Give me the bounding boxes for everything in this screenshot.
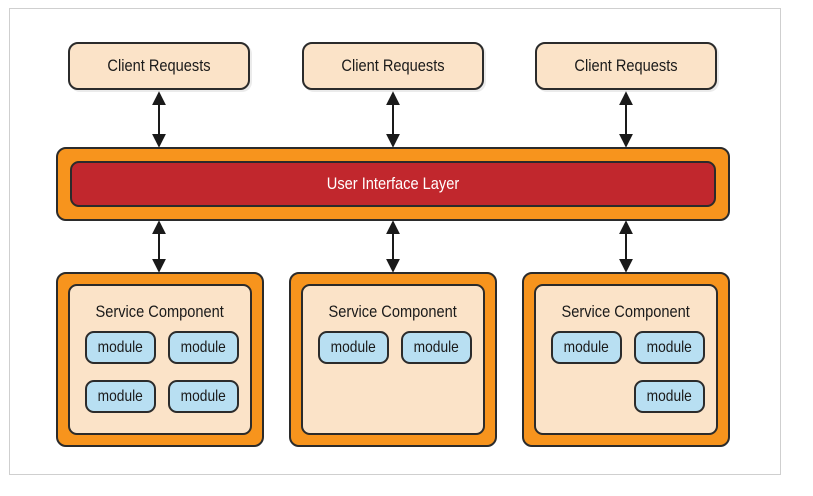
service-component-2: Service Component module module bbox=[301, 284, 485, 435]
client-requests-box-3: Client Requests bbox=[535, 42, 717, 90]
user-interface-layer-outer: User Interface Layer bbox=[56, 147, 730, 221]
module-3-1: module bbox=[551, 331, 622, 364]
user-interface-layer-label: User Interface Layer bbox=[326, 174, 460, 193]
client-requests-label-3: Client Requests bbox=[574, 56, 678, 75]
service-component-2-title: Service Component bbox=[328, 302, 458, 321]
module-3-3: module bbox=[634, 380, 705, 413]
client-requests-box-1: Client Requests bbox=[68, 42, 250, 90]
service-component-1-outer: Service Component module module module m… bbox=[56, 272, 264, 447]
service-component-2-outer: Service Component module module bbox=[289, 272, 497, 447]
service-component-3-title: Service Component bbox=[561, 302, 691, 321]
module-1-4: module bbox=[168, 380, 239, 413]
client-requests-label-1: Client Requests bbox=[107, 56, 211, 75]
service-component-3: Service Component module module module bbox=[534, 284, 718, 435]
client-requests-label-2: Client Requests bbox=[341, 56, 445, 75]
module-1-1: module bbox=[85, 331, 156, 364]
module-2-1: module bbox=[318, 331, 389, 364]
module-1-2: module bbox=[168, 331, 239, 364]
module-3-2: module bbox=[634, 331, 705, 364]
module-2-2: module bbox=[401, 331, 472, 364]
service-component-1: Service Component module module module m… bbox=[68, 284, 252, 435]
service-component-3-outer: Service Component module module module bbox=[522, 272, 730, 447]
user-interface-layer: User Interface Layer bbox=[70, 161, 716, 207]
module-1-3: module bbox=[85, 380, 156, 413]
client-requests-box-2: Client Requests bbox=[302, 42, 484, 90]
service-component-1-title: Service Component bbox=[95, 302, 225, 321]
